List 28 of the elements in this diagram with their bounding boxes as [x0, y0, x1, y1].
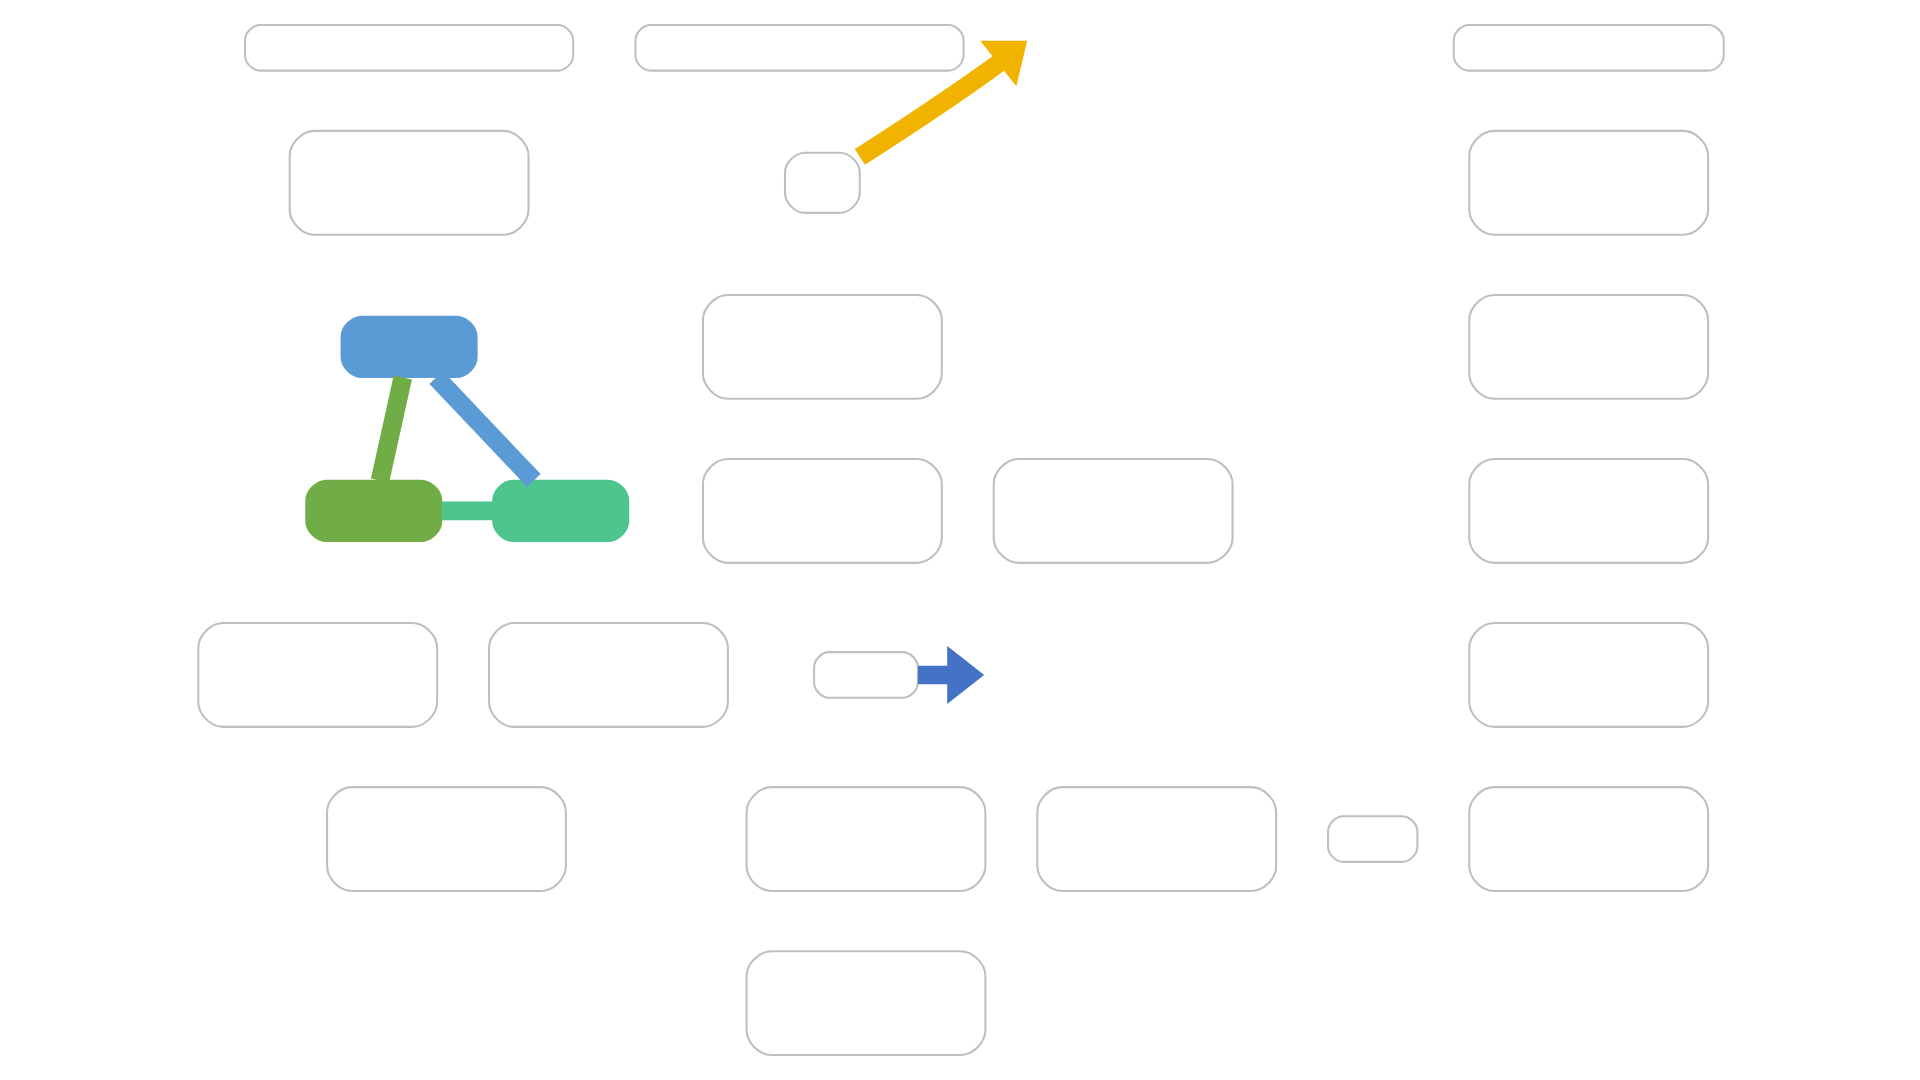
node-box: [744, 786, 986, 892]
node-box: [325, 786, 566, 892]
arrow: [916, 645, 984, 705]
node-box: [1326, 815, 1418, 863]
node-box: [339, 315, 477, 378]
node-box: [487, 622, 728, 728]
node-box: [782, 151, 860, 214]
node-box: [633, 23, 964, 72]
node-box: [1467, 457, 1709, 564]
node-box: [196, 622, 438, 728]
connector: [440, 501, 492, 521]
node-box: [1035, 786, 1277, 892]
node-box: [700, 457, 942, 564]
arrow: [853, 40, 1027, 165]
node-box: [287, 129, 529, 236]
node-box: [1467, 293, 1709, 400]
node-box: [744, 950, 986, 1057]
node-box: [812, 651, 918, 699]
node-box: [1467, 129, 1709, 236]
connector: [369, 375, 411, 483]
node-box: [1467, 622, 1709, 728]
node-box: [243, 23, 574, 72]
node-box: [491, 479, 629, 543]
node-box: [1467, 786, 1709, 892]
node-box: [1451, 23, 1724, 72]
node-box: [700, 293, 942, 400]
node-box: [304, 479, 442, 543]
node-box: [991, 457, 1233, 564]
